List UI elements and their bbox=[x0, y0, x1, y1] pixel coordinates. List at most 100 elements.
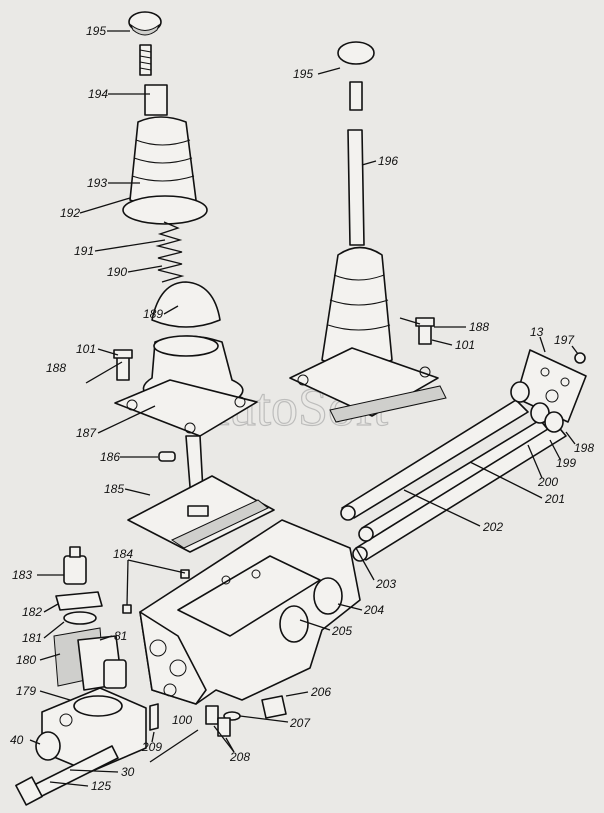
rod-thread-marks bbox=[139, 49, 152, 71]
callout-209: 209 bbox=[141, 740, 162, 754]
lever-mounting-plate-187 bbox=[114, 379, 258, 437]
leader-198 bbox=[565, 431, 576, 445]
right-boot-ribs bbox=[327, 274, 391, 331]
pin-184-b bbox=[122, 604, 132, 614]
callout-187: 187 bbox=[76, 426, 97, 440]
dome-189 bbox=[151, 281, 221, 328]
callout-180: 180 bbox=[16, 653, 36, 667]
rod-202-end bbox=[340, 505, 356, 521]
right-lever-thread bbox=[349, 81, 363, 111]
leader-208a bbox=[213, 725, 235, 753]
callout-185: 185 bbox=[104, 482, 124, 496]
cover-hole-2 bbox=[560, 377, 570, 387]
callout-193: 193 bbox=[87, 176, 107, 190]
callout-81: 81 bbox=[114, 629, 127, 643]
callout-208: 208 bbox=[229, 750, 250, 764]
right-plate-hole-1 bbox=[297, 374, 309, 386]
leader-199 bbox=[549, 439, 561, 460]
cover-hole-3 bbox=[545, 389, 559, 403]
leader-207 bbox=[239, 715, 289, 723]
callout-201: 201 bbox=[544, 492, 565, 506]
boot-193-ribs bbox=[131, 139, 195, 182]
leader-101b bbox=[431, 339, 453, 346]
leader-191 bbox=[94, 239, 166, 252]
callout-13: 13 bbox=[530, 325, 544, 339]
housing-179-top bbox=[73, 695, 123, 717]
leader-188a bbox=[85, 361, 123, 384]
front-bore-2 bbox=[169, 659, 187, 677]
callout-179: 179 bbox=[16, 684, 36, 698]
leader-192 bbox=[79, 197, 131, 214]
callout-40: 40 bbox=[10, 733, 24, 747]
callout-195: 195 bbox=[293, 67, 313, 81]
callout-202: 202 bbox=[482, 520, 503, 534]
callout-labels: 195 195 194 193 192 196 191 190 189 188 … bbox=[10, 24, 594, 793]
callout-196: 196 bbox=[378, 154, 398, 168]
leader-197 bbox=[571, 345, 579, 355]
callout-188: 188 bbox=[46, 361, 66, 375]
leader-202 bbox=[403, 489, 481, 527]
leader-188b-stub bbox=[399, 317, 421, 325]
housing-top-opening bbox=[177, 555, 321, 637]
switch-on-bracket bbox=[103, 659, 127, 689]
top-pin-2 bbox=[251, 569, 261, 579]
leader-208b bbox=[225, 737, 235, 753]
leader-203 bbox=[355, 547, 375, 581]
knob-195-right bbox=[337, 41, 375, 65]
callout-186: 186 bbox=[100, 450, 120, 464]
sleeve-194 bbox=[144, 84, 168, 116]
callout-182: 182 bbox=[22, 605, 42, 619]
boss-205 bbox=[279, 605, 309, 643]
leader-201 bbox=[469, 461, 543, 499]
lever-tip bbox=[187, 505, 209, 517]
plug-206 bbox=[261, 695, 287, 719]
leader-204 bbox=[337, 603, 363, 611]
lever-rod-thread bbox=[139, 44, 152, 76]
callout-206: 206 bbox=[310, 685, 331, 699]
leader-205 bbox=[299, 619, 331, 631]
leader-180 bbox=[39, 653, 61, 661]
gearbox-housing bbox=[122, 519, 361, 705]
right-plate-hole-2 bbox=[419, 366, 431, 378]
plate-182 bbox=[55, 591, 103, 611]
front-bore-1 bbox=[149, 639, 167, 657]
washer-181 bbox=[63, 611, 97, 625]
leader-181 bbox=[43, 621, 65, 639]
housing-front-face bbox=[139, 611, 207, 705]
leader-184b bbox=[126, 559, 129, 606]
callout-183: 183 bbox=[12, 568, 32, 582]
switch-183-terminal bbox=[69, 546, 81, 558]
leader-40 bbox=[29, 739, 41, 745]
housing-179-hole bbox=[59, 713, 73, 727]
right-lever-assembly bbox=[289, 41, 447, 423]
callout-195: 195 bbox=[86, 24, 106, 38]
leader-190 bbox=[127, 265, 163, 273]
leader-189 bbox=[163, 305, 179, 315]
leader-195b bbox=[317, 67, 341, 75]
front-bore-3 bbox=[163, 683, 177, 697]
plate-hole-2 bbox=[234, 396, 246, 408]
cover-hole-1 bbox=[540, 367, 550, 377]
leader-182 bbox=[43, 603, 59, 613]
callout-191: 191 bbox=[74, 244, 94, 258]
top-pin-1 bbox=[221, 575, 231, 585]
plate-hole-3 bbox=[184, 422, 196, 434]
leader-101a bbox=[97, 348, 119, 356]
bolt-101-left bbox=[116, 355, 130, 381]
lower-fasteners bbox=[205, 695, 287, 737]
spring-191 bbox=[155, 221, 185, 283]
bearing-housing-group bbox=[15, 687, 159, 806]
bolt-125-head bbox=[15, 776, 43, 806]
callout-200: 200 bbox=[537, 475, 558, 489]
callout-189: 189 bbox=[143, 307, 163, 321]
callout-194: 194 bbox=[88, 87, 108, 101]
leader-100 bbox=[149, 729, 199, 763]
pin-184-a bbox=[180, 569, 190, 579]
lever-196 bbox=[347, 129, 365, 246]
rod-201-end bbox=[358, 526, 374, 542]
right-gasket-edge bbox=[329, 385, 447, 423]
callout-184: 184 bbox=[113, 547, 133, 561]
callout-192: 192 bbox=[60, 206, 80, 220]
callout-188: 188 bbox=[469, 320, 489, 334]
